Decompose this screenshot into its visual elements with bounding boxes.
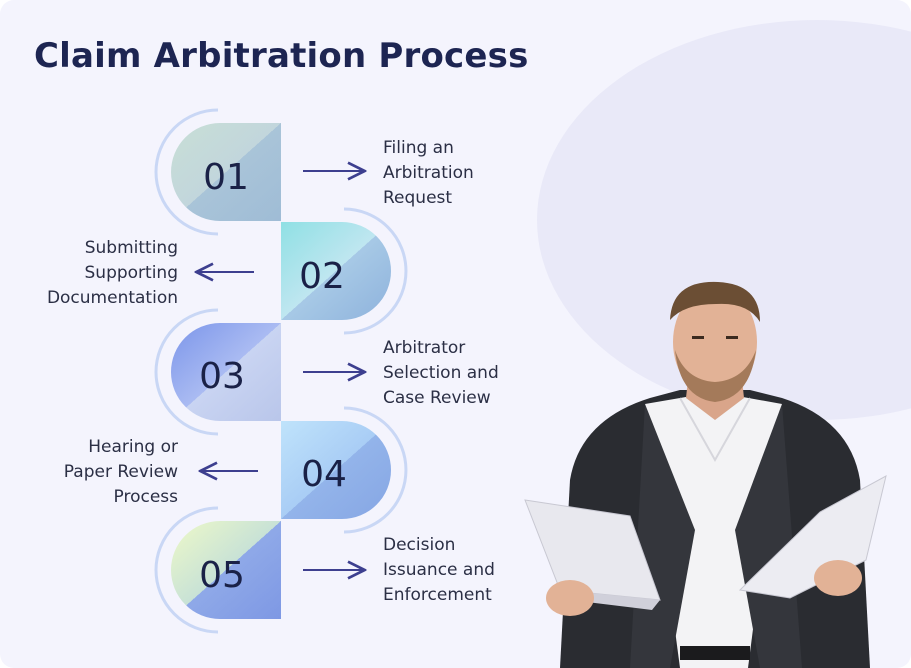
step-number-03: 03 <box>199 356 245 397</box>
step-shape-03 <box>171 323 281 421</box>
step-label-01: Filing an Arbitration Request <box>383 138 474 208</box>
ring-01 <box>154 108 219 236</box>
businessman-photo <box>524 281 887 668</box>
step-label-02: Submitting Supporting Documentation <box>46 238 178 308</box>
step-number-02: 02 <box>299 256 345 297</box>
step-label-03: Arbitrator Selection and Case Review <box>383 338 499 408</box>
step-shape-04 <box>281 421 391 519</box>
step-shape-01 <box>171 123 281 221</box>
step-shape-02 <box>281 222 391 320</box>
step-label-04: Hearing or Paper Review Process <box>63 437 178 507</box>
ring-03 <box>154 308 219 436</box>
step-label-05: Decision Issuance and Enforcement <box>383 535 495 605</box>
ring-02 <box>343 207 408 335</box>
ring-04 <box>343 406 408 534</box>
step-number-01: 01 <box>203 157 249 198</box>
step-shape-05 <box>171 521 281 619</box>
ring-05 <box>154 506 219 634</box>
step-number-04: 04 <box>301 454 347 495</box>
page-title: Claim Arbitration Process <box>34 36 529 76</box>
step-number-05: 05 <box>199 555 245 596</box>
